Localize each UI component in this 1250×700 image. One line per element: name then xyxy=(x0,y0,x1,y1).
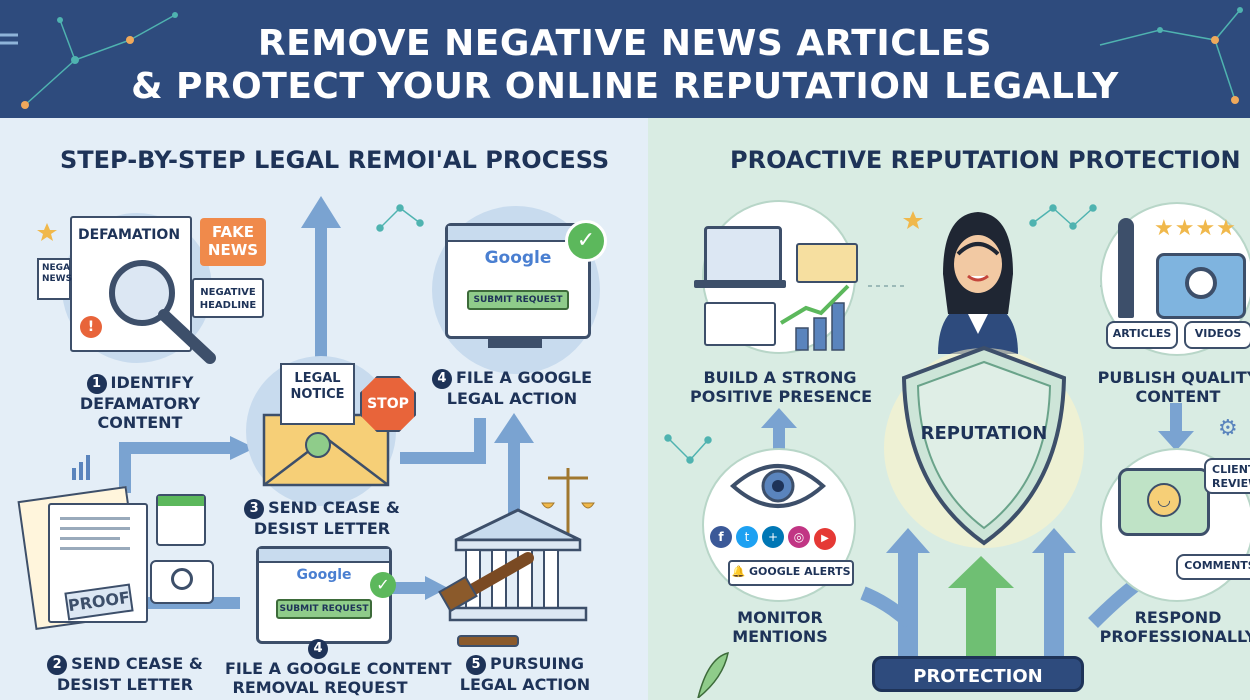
twitter-icon[interactable]: t xyxy=(736,526,758,548)
calendar-icon xyxy=(156,494,206,546)
google-alerts-tag[interactable]: 🔔 GOOGLE ALERTS xyxy=(728,560,854,586)
videos-tag[interactable]: VIDEOS xyxy=(1184,321,1250,349)
spokesperson-avatar xyxy=(938,212,1018,354)
right-panel-title: PROACTIVE REPUTATION PROTECTION xyxy=(730,146,1241,174)
negative-headline-card: NEGATIVE HEADLINE xyxy=(192,278,264,318)
youtube-icon[interactable]: ▶ xyxy=(814,528,836,550)
growth-chart-icon xyxy=(779,284,850,351)
leaf-icon xyxy=(697,651,729,698)
reputation-shield-icon xyxy=(884,345,1084,548)
comments-tag[interactable]: COMMENTS xyxy=(1176,554,1250,580)
step-monitor-mentions: MONITOR MENTIONS xyxy=(732,608,828,646)
magnifier-icon xyxy=(109,260,216,364)
protection-badge: PROTECTION xyxy=(872,656,1084,692)
process-arrows-icon xyxy=(37,196,534,609)
network-icon[interactable]: + xyxy=(762,526,784,548)
id-card-icon xyxy=(704,302,776,346)
google-logo-2: Google xyxy=(296,567,352,583)
step-file-google-content: 4 FILE A GOOGLE CONTENT REMOVAL REQUEST xyxy=(225,639,452,697)
chat-bubble-icon: ◡ xyxy=(1118,468,1210,536)
google-logo: Google xyxy=(484,248,552,268)
title-line-2: & PROTECT YOUR ONLINE REPUTATION LEGALLY xyxy=(131,66,1119,107)
check-icon-2: ✓ xyxy=(370,572,396,598)
articles-tag[interactable]: ARTICLES xyxy=(1106,321,1178,349)
courthouse-icon xyxy=(438,468,595,647)
rating-stars: ★★★★ xyxy=(1154,216,1237,241)
instagram-icon[interactable]: ◎ xyxy=(788,526,810,548)
facebook-icon[interactable]: f xyxy=(710,526,732,548)
envelope-icon xyxy=(262,413,390,487)
step-respond: RESPOND PROFESSIONALLY xyxy=(1099,608,1250,646)
camera-icon xyxy=(150,560,214,604)
submit-request-button-2[interactable]: SUBMIT REQUEST xyxy=(276,599,372,619)
network-decoration-icon xyxy=(0,7,1243,109)
monitor-stand xyxy=(488,338,542,348)
nega-news-card: NEGA NEWS xyxy=(37,258,72,300)
shield-label: REPUTATION xyxy=(920,423,1048,444)
submit-request-button[interactable]: SUBMIT REQUEST xyxy=(467,290,569,310)
step-build-presence: BUILD A STRONG POSITIVE PRESENCE xyxy=(690,368,873,406)
eye-icon xyxy=(729,464,827,508)
client-reviews-tag[interactable]: CLIENT REVIEWS xyxy=(1204,458,1250,494)
pen-icon xyxy=(1118,218,1134,318)
fake-news-badge: FAKE NEWS xyxy=(200,218,266,266)
check-icon: ✓ xyxy=(565,220,607,262)
camera-icon-2 xyxy=(1156,253,1246,319)
left-panel-title: STEP-BY-STEP LEGAL REMOI'AL PROCESS xyxy=(60,146,610,174)
warning-icon: ! xyxy=(80,316,102,338)
legal-process-panel: STEP-BY-STEP LEGAL REMOI'AL PROCESS DEFA… xyxy=(0,118,648,700)
page-title: REMOVE NEGATIVE NEWS ARTICLES & PROTECT … xyxy=(0,22,1250,108)
header-banner: REMOVE NEGATIVE NEWS ARTICLES & PROTECT … xyxy=(0,0,1250,118)
gear-icon: ⚙ xyxy=(1218,416,1238,441)
laptop-icon xyxy=(704,226,782,286)
title-line-1: REMOVE NEGATIVE NEWS ARTICLES xyxy=(257,23,993,64)
bell-icon: 🔔 xyxy=(731,565,746,578)
profile-card-icon xyxy=(796,243,858,283)
legal-notice-card: LEGAL NOTICE xyxy=(280,363,355,425)
stop-sign-icon: STOP xyxy=(360,376,416,432)
protection-panel: PROACTIVE REPUTATION PROTECTION xyxy=(648,118,1250,700)
laptop-base xyxy=(694,280,786,288)
google-monitor-2: Google SUBMIT REQUEST xyxy=(256,546,392,644)
step-publish-content: PUBLISH QUALITY CONTENT xyxy=(1097,368,1250,406)
